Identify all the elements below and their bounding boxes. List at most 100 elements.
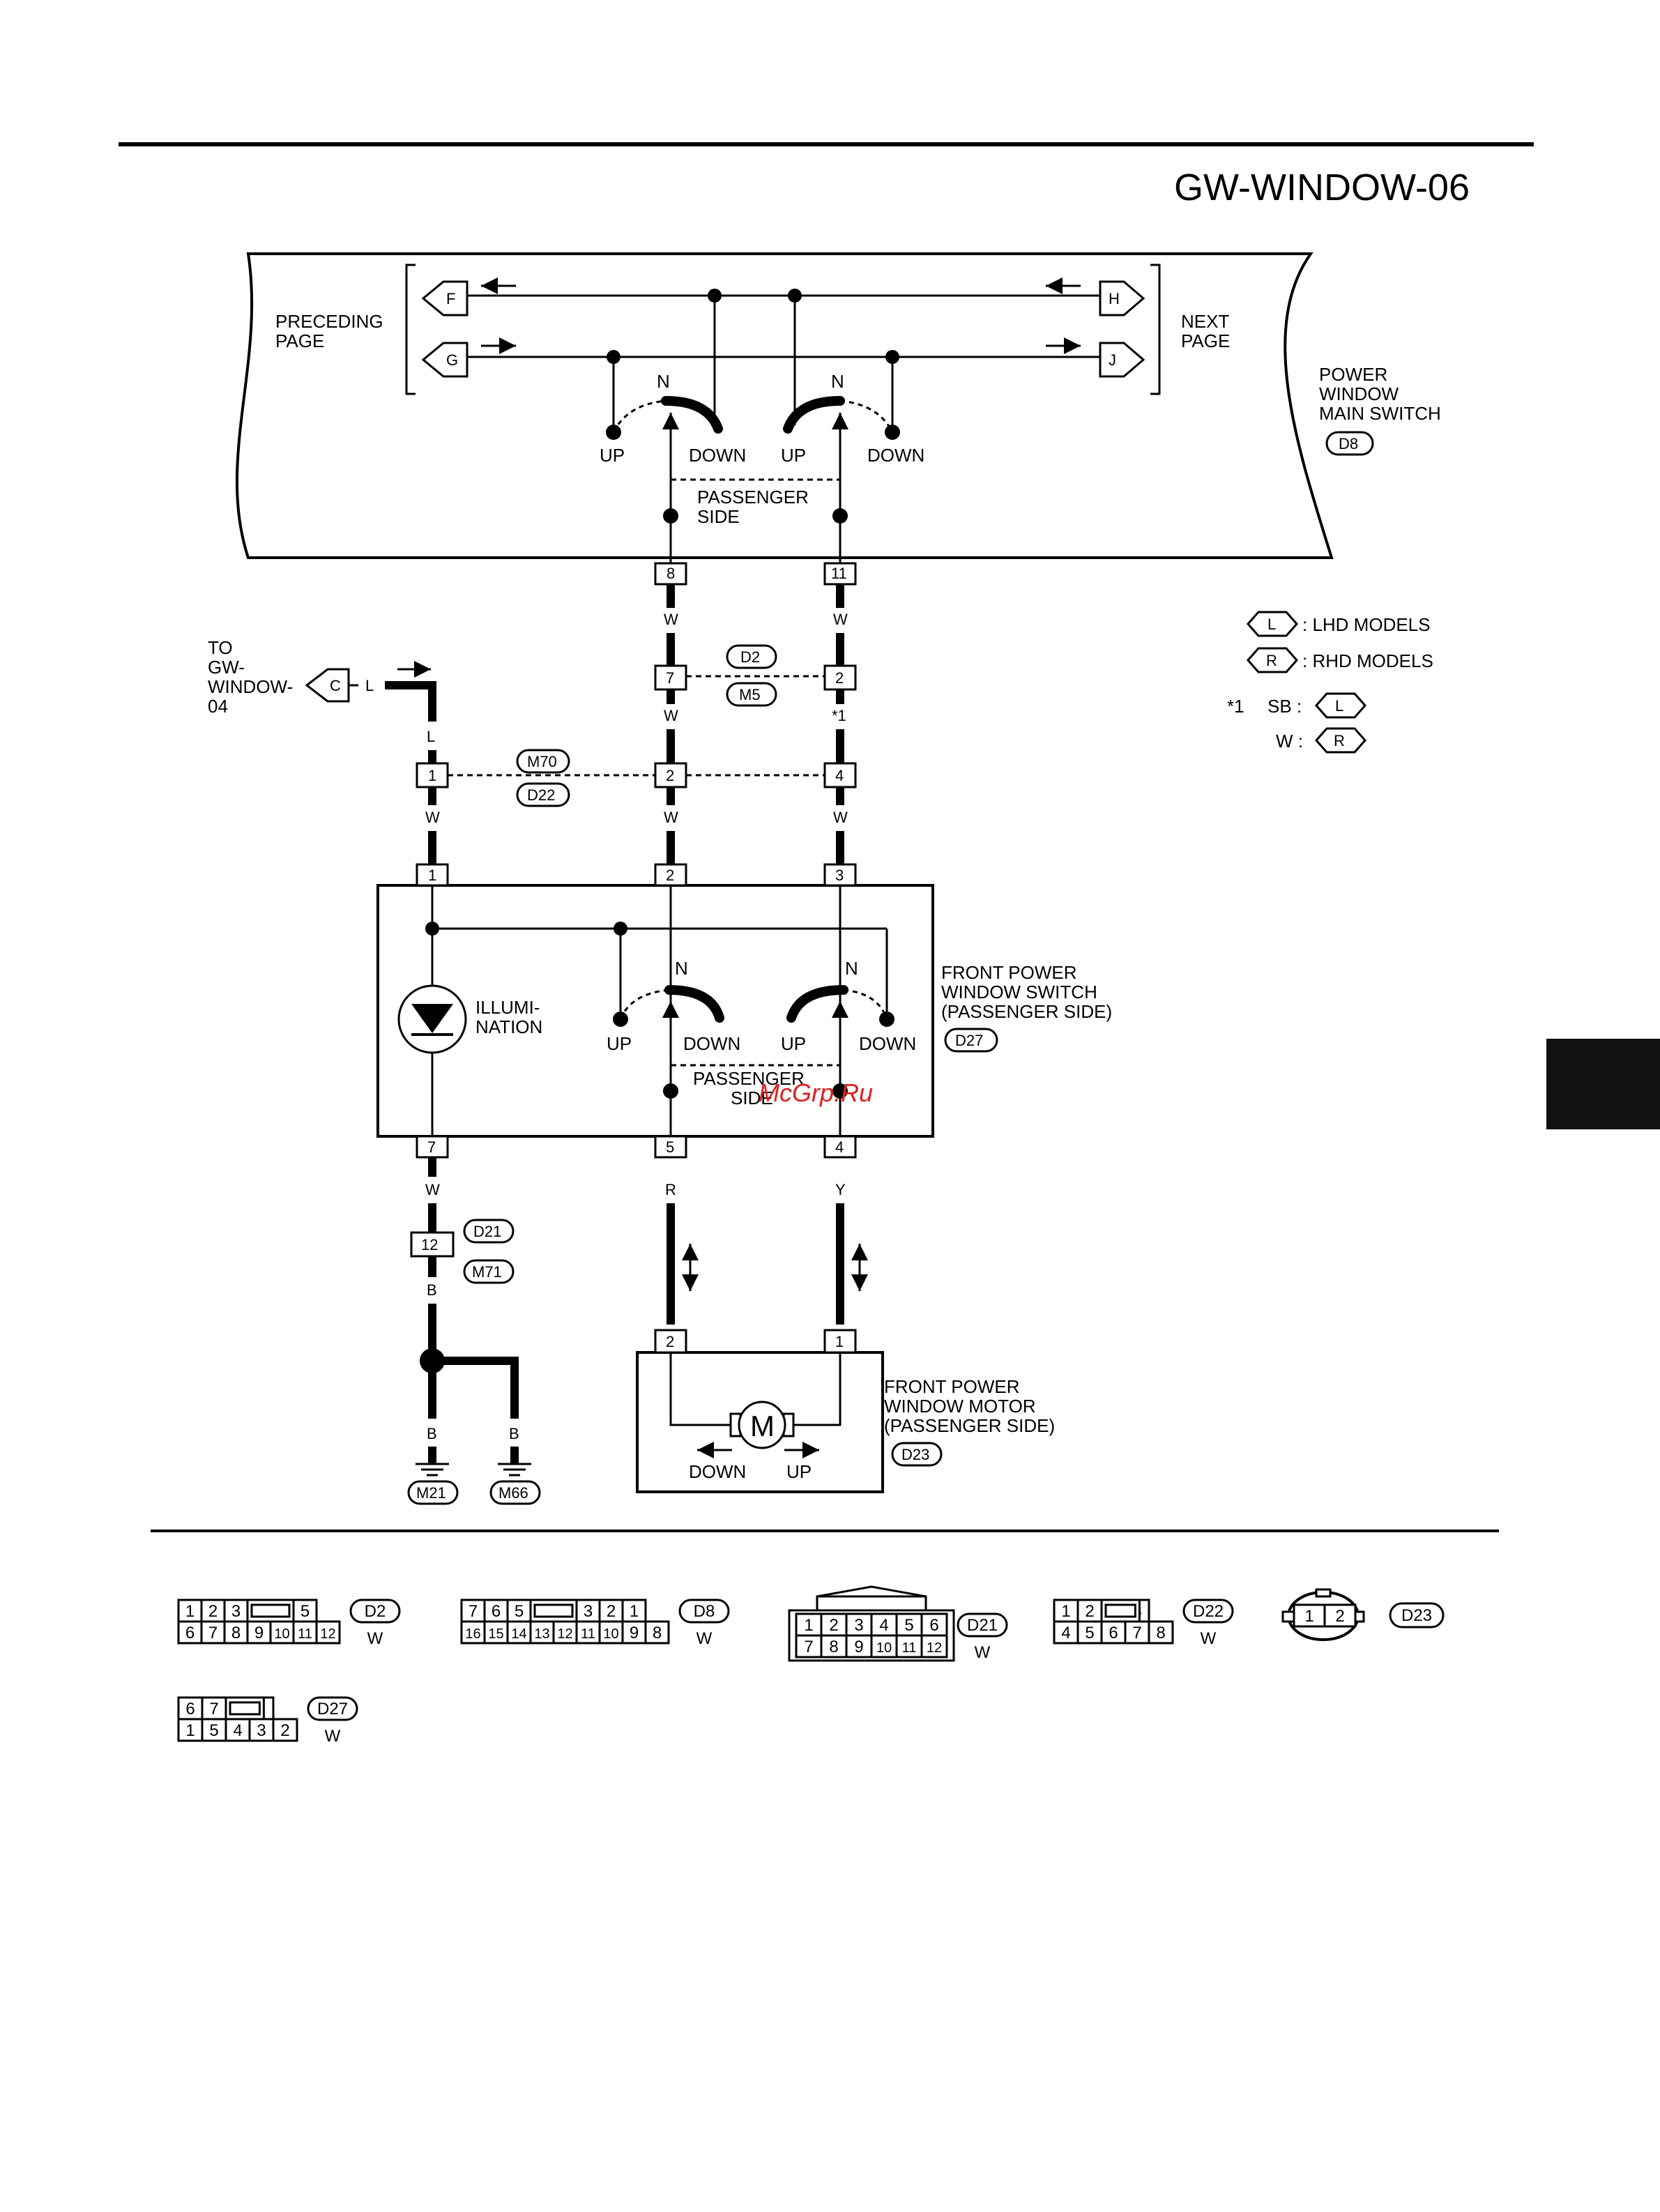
- pin-label: 11: [581, 1626, 595, 1642]
- m70-pin-1: 1: [428, 767, 436, 784]
- wire-11-color: W: [833, 611, 848, 628]
- conn-f: F: [446, 290, 455, 307]
- connector-view-id: D21: [967, 1616, 998, 1635]
- pin-label: 5: [1085, 1624, 1094, 1642]
- to-label-1: TO: [208, 637, 233, 658]
- wire-y-color: Y: [835, 1181, 846, 1198]
- pin-label: 9: [854, 1638, 863, 1656]
- motor-connector: D23: [901, 1446, 929, 1463]
- pin-label: 4: [233, 1721, 242, 1740]
- pin-label: 6: [929, 1616, 938, 1635]
- motor-pin-2: 2: [666, 1333, 674, 1350]
- wire-b3-color: B: [509, 1425, 519, 1442]
- pin-label: 7: [804, 1638, 813, 1656]
- pin-label: 5: [515, 1602, 524, 1621]
- d2-pin-2: 2: [835, 669, 844, 687]
- connector-view-color: W: [325, 1727, 341, 1746]
- next-label-2: PAGE: [1181, 330, 1230, 351]
- fs-pin-7: 7: [427, 1138, 436, 1156]
- legend: L : LHD MODELS R : RHD MODELS *1 SB : L …: [1227, 611, 1433, 754]
- legend-w: W :: [1276, 731, 1303, 752]
- wire-2-color: W: [664, 809, 678, 826]
- fs-name-3: (PASSENGER SIDE): [941, 1001, 1112, 1022]
- section-tab: [1546, 1039, 1660, 1129]
- wire-b1-color: B: [427, 1281, 437, 1299]
- motor-symbol: M: [750, 1410, 775, 1442]
- legend-w-sym: R: [1334, 732, 1345, 749]
- fs-name-2: WINDOW SWITCH: [941, 982, 1097, 1002]
- legend-rhd-sym: R: [1266, 652, 1277, 669]
- illum-label-1: ILLUMI-: [475, 997, 540, 1018]
- main-switch-name-3: MAIN SWITCH: [1319, 403, 1441, 424]
- m70-pin-4: 4: [835, 767, 844, 784]
- pin-label: 13: [534, 1626, 549, 1642]
- pin-label: 16: [465, 1626, 480, 1642]
- main-down-2: DOWN: [867, 445, 924, 466]
- window-motor-block: 2 1 M DOWN UP FRONT POWER WINDOW MOTOR (…: [636, 1329, 1055, 1493]
- pin-label: 1: [804, 1616, 813, 1635]
- pin-label: 2: [607, 1602, 616, 1621]
- d21-pin-12: 12: [421, 1236, 438, 1253]
- d2-pin-7: 7: [666, 669, 674, 687]
- connector-views: 123456789101112D2W7654321161514131211109…: [177, 1585, 1445, 1746]
- pin-label: 1: [1061, 1602, 1070, 1621]
- main-switch-name-1: POWER: [1319, 364, 1387, 385]
- fs-n-2: N: [845, 958, 858, 979]
- main-n-2: N: [831, 371, 844, 392]
- conn-d22-label: D22: [527, 786, 555, 804]
- preceding-label-2: PAGE: [275, 330, 324, 351]
- main-up-2: UP: [781, 445, 806, 466]
- pin-label: 2: [1085, 1602, 1094, 1621]
- to-label-4: 04: [208, 696, 228, 717]
- next-label-1: NEXT: [1181, 311, 1229, 332]
- pin-label: 12: [557, 1626, 572, 1642]
- to-label-2: GW-: [208, 657, 245, 678]
- connector-view-id: D22: [1193, 1602, 1224, 1621]
- conn-m71-label: M71: [472, 1263, 502, 1281]
- pin-label: 12: [320, 1626, 335, 1642]
- pin-label: 1: [630, 1602, 639, 1621]
- connector-view-d8: 76543211615141312111098D8W: [460, 1599, 730, 1648]
- fs-pin-5: 5: [666, 1138, 674, 1156]
- pin-label: 5: [300, 1602, 310, 1621]
- to-wire-color: L: [365, 677, 374, 694]
- pin-label: 2: [1335, 1607, 1344, 1626]
- watermark: McGrp.Ru: [759, 1078, 873, 1107]
- main-pin-11: 11: [831, 565, 847, 582]
- legend-sb-sym: L: [1335, 697, 1343, 715]
- main-up-1: UP: [600, 445, 625, 466]
- pin-label: 5: [904, 1616, 913, 1635]
- pin-label: 8: [231, 1624, 241, 1642]
- pin-label: 2: [829, 1616, 838, 1635]
- conn-d21-label: D21: [473, 1223, 501, 1240]
- motor-name-3: (PASSENGER SIDE): [884, 1415, 1055, 1436]
- pin-label: 7: [208, 1624, 218, 1642]
- wire-7-color: W: [664, 707, 678, 724]
- pin-label: 1: [185, 1721, 195, 1740]
- connector-view-id: D27: [317, 1700, 348, 1718]
- connector-view-d2: 123456789101112D2W: [177, 1599, 401, 1648]
- wire-7b-color: W: [425, 1181, 440, 1198]
- pin-label: 3: [257, 1721, 266, 1740]
- fs-up-2: UP: [781, 1033, 806, 1054]
- pin-label: 11: [298, 1626, 312, 1642]
- wire-r-color: R: [665, 1181, 676, 1198]
- fs-up-1: UP: [607, 1033, 632, 1054]
- connector-view-color: W: [367, 1629, 383, 1648]
- pin-label: 10: [876, 1640, 892, 1656]
- pin-label: 2: [208, 1602, 218, 1621]
- fs-pin-2: 2: [666, 867, 674, 884]
- fs-pin-3: 3: [835, 867, 844, 884]
- conn-g: G: [446, 351, 458, 369]
- pin-label: 14: [511, 1626, 526, 1642]
- pin-label: 8: [829, 1638, 838, 1656]
- pin-label: 1: [185, 1602, 195, 1621]
- fs-down-1: DOWN: [683, 1033, 740, 1054]
- preceding-label-1: PRECEDING: [275, 311, 383, 332]
- pin-label: 7: [469, 1602, 478, 1621]
- main-n-1: N: [657, 371, 670, 392]
- wire-1-color: W: [425, 809, 440, 826]
